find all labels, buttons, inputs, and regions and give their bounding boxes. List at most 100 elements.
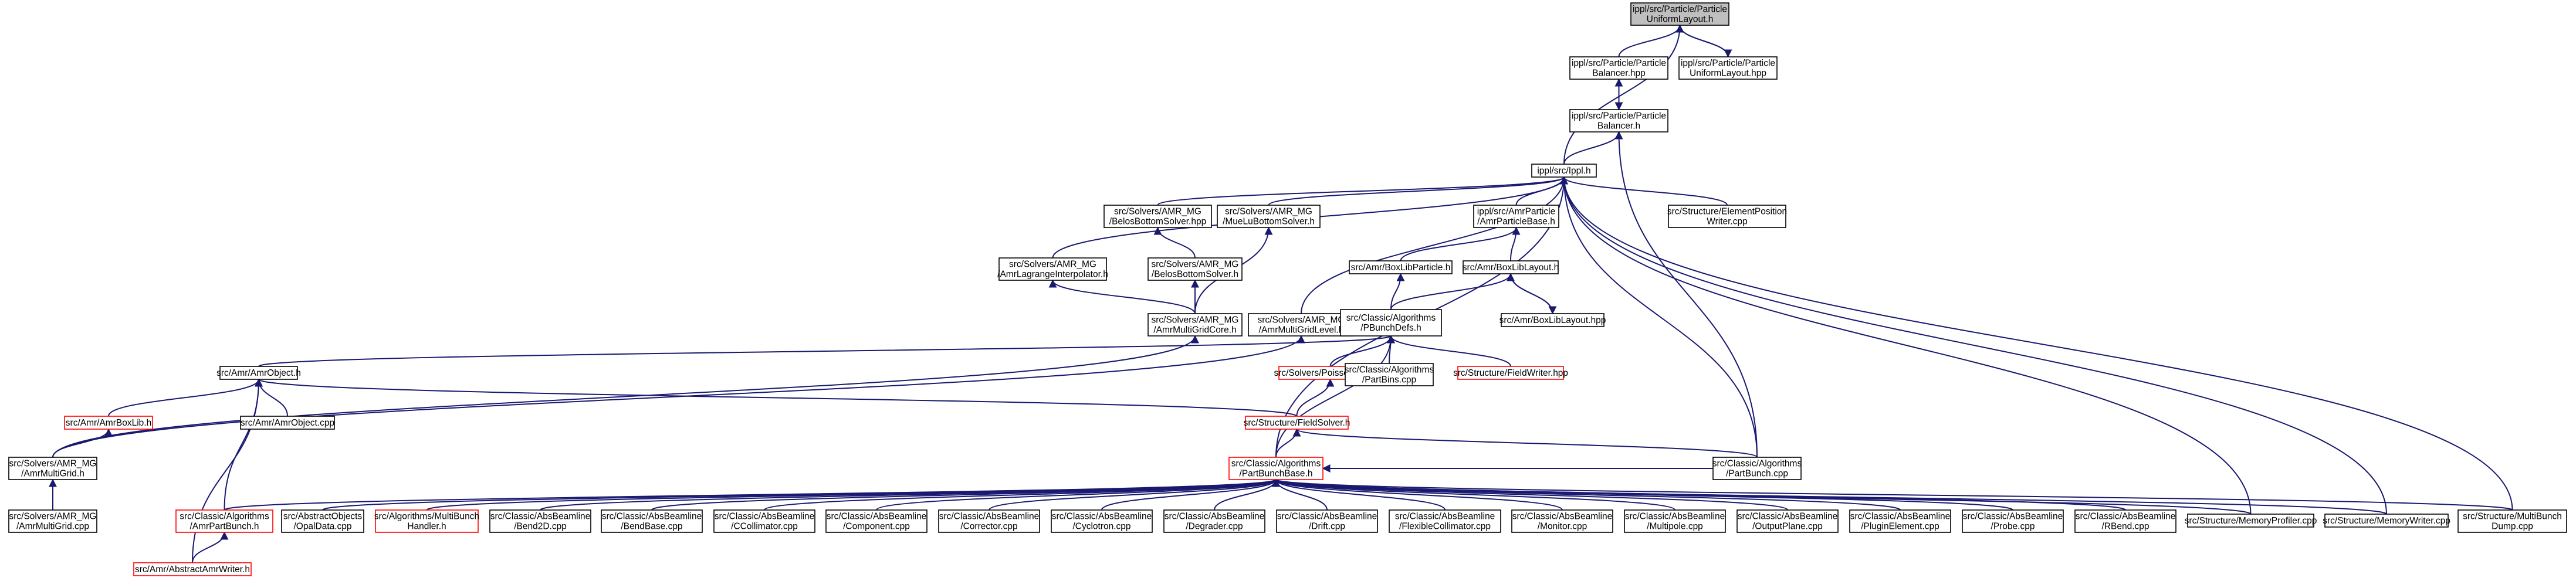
- edge-mg-to-mglevel: [52, 335, 1305, 458]
- edge-ccoll-to-pbbase: [764, 478, 1280, 511]
- node-box-pb: [1569, 109, 1668, 132]
- node-corrector[interactable]: src/Classic/AbsBeamline/Corrector.cpp: [938, 509, 1040, 533]
- node-bend2d[interactable]: src/Classic/AbsBeamline/Bend2D.cpp: [489, 509, 591, 533]
- edge-cyclotron-to-pbbase: [1101, 478, 1280, 511]
- node-label-degrader-1: /Degrader.cpp: [1186, 522, 1243, 532]
- node-pbbase[interactable]: src/Classic/Algorithms/PartBunchBase.h: [1228, 457, 1323, 480]
- node-label-elempos-1: Writer.cpp: [1707, 217, 1748, 227]
- node-label-pul-1: UniformLayout.h: [1647, 15, 1714, 25]
- node-ccoll[interactable]: src/Classic/AbsBeamline/CCollimator.cpp: [713, 509, 815, 533]
- node-pbdefs[interactable]: src/Classic/Algorithms/PBunchDefs.h: [1340, 309, 1442, 337]
- edge-amrpb-to-ippl: [1515, 176, 1568, 206]
- node-label-multibunch-0: src/Algorithms/MultiBunch: [374, 512, 479, 522]
- edge-muelu-to-ippl: [1268, 176, 1568, 206]
- node-partbunch[interactable]: src/Classic/Algorithms/PartBunch.cpp: [1712, 457, 1802, 480]
- node-label-mgcpp-1: /AmrMultiGrid.cpp: [16, 522, 89, 532]
- node-amrpartbunch[interactable]: src/Classic/Algorithms/AmrPartBunch.h: [175, 509, 273, 533]
- edge-fieldsolver-to-poisson: [1296, 378, 1335, 417]
- edge-bll-to-amrpb: [1510, 226, 1521, 261]
- node-memwriter[interactable]: src/Structure/MemoryWriter.cpp: [2323, 514, 2450, 528]
- node-box-probe: [1962, 509, 2064, 533]
- node-amrobjcpp[interactable]: src/Amr/AmrObject.cpp: [240, 416, 335, 430]
- node-partbins[interactable]: src/Classic/Algorithms/PartBins.cpp: [1345, 363, 1434, 386]
- node-bll[interactable]: src/Amr/BoxLibLayout.h: [1463, 260, 1559, 274]
- edge-mgcore-to-lagr: [1048, 279, 1196, 314]
- node-box-bbshpp: [1103, 205, 1212, 228]
- node-bbsh[interactable]: src/Solvers/AMR_MG/BelosBottomSolver.h: [1147, 257, 1243, 281]
- node-label-component-0: src/Classic/AbsBeamline: [827, 512, 927, 522]
- node-mglevel[interactable]: src/Solvers/AMR_MG/AmrMultiGridLevel.h: [1248, 313, 1355, 337]
- node-pul[interactable]: ippl/src/Particle/ParticleUniformLayout.…: [1630, 2, 1729, 26]
- node-label-mglevel-1: /AmrMultiGridLevel.h: [1259, 325, 1344, 335]
- node-amrobj[interactable]: src/Amr/AmrObject.h: [216, 366, 301, 380]
- node-box-blp: [1349, 260, 1453, 274]
- node-outplane[interactable]: src/Classic/AbsBeamline/OutputPlane.cpp: [1736, 509, 1839, 533]
- node-fieldwriter[interactable]: src/Structure/FieldWriter.hpp: [1453, 366, 1568, 380]
- node-label-bendbase-1: /BendBase.cpp: [621, 522, 682, 532]
- file-nodes: ippl/src/Particle/ParticleUniformLayout.…: [8, 2, 2567, 576]
- node-mgcpp[interactable]: src/Solvers/AMR_MG/AmrMultiGrid.cpp: [8, 509, 97, 533]
- edge-fieldsolver-to-amrobj: [255, 378, 1298, 417]
- edge-pbh-to-pul: [1618, 24, 1684, 57]
- node-mg[interactable]: src/Solvers/AMR_MG/AmrMultiGrid.h: [8, 457, 97, 480]
- node-box-opaldata: [281, 509, 364, 533]
- node-label-opaldata-0: src/AbstractObjects: [283, 512, 363, 522]
- edge-pul-to-pul_hpp: [1679, 25, 1732, 58]
- node-label-pul-0: ippl/src/Particle/Particle: [1633, 5, 1727, 15]
- node-box-bbsh: [1147, 257, 1243, 281]
- node-monitor[interactable]: src/Classic/AbsBeamline/Monitor.cpp: [1511, 509, 1613, 533]
- node-box-muelu: [1217, 205, 1321, 228]
- node-label-pbbase-0: src/Classic/Algorithms: [1231, 459, 1321, 469]
- node-amrwriter[interactable]: src/Amr/AbstractAmrWriter.h: [133, 562, 252, 576]
- node-component[interactable]: src/Classic/AbsBeamline/Component.cpp: [825, 509, 928, 533]
- node-flexcoll[interactable]: src/Classic/AbsBeamline/FlexibleCollimat…: [1389, 509, 1501, 533]
- node-box-pluginelem: [1849, 509, 1951, 533]
- edge-amrpartbunch-to-amrobj: [224, 378, 263, 511]
- edge-elempos-to-ippl: [1560, 176, 1728, 206]
- node-mgcore[interactable]: src/Solvers/AMR_MG/AmrMultiGridCore.h: [1147, 313, 1243, 337]
- node-box-fieldwriter: [1457, 366, 1564, 380]
- node-blp[interactable]: src/Amr/BoxLibParticle.h: [1349, 260, 1453, 274]
- node-multipole[interactable]: src/Classic/AbsBeamline/Multipole.cpp: [1624, 509, 1726, 533]
- node-bllhpp[interactable]: src/Amr/BoxLibLayout.hpp: [1499, 313, 1606, 327]
- node-bbshpp[interactable]: src/Solvers/AMR_MG/BelosBottomSolver.hpp: [1103, 205, 1212, 228]
- edge-pluginelem-to-pbbase: [1272, 478, 1901, 511]
- node-ippl[interactable]: ippl/src/Ippl.h: [1531, 164, 1597, 178]
- node-amrboxlib[interactable]: src/Amr/AmrBoxLib.h: [64, 416, 153, 430]
- node-box-pbh: [1569, 56, 1668, 80]
- node-box-amrobj: [219, 366, 298, 380]
- node-probe[interactable]: src/Classic/AbsBeamline/Probe.cpp: [1962, 509, 2064, 533]
- edge-ippl-to-pul: [1563, 24, 1684, 165]
- node-amrpb[interactable]: ippl/src/AmrParticle/AmrParticleBase.h: [1473, 205, 1559, 228]
- node-label-pul_hpp-0: ippl/src/Particle/Particle: [1681, 59, 1775, 69]
- node-label-partbins-0: src/Classic/Algorithms: [1345, 365, 1434, 375]
- node-muelu[interactable]: src/Solvers/AMR_MG/MueLuBottomSolver.h: [1217, 205, 1321, 228]
- edge-multidump-to-ippl: [1560, 176, 2513, 511]
- node-memprof[interactable]: src/Structure/MemoryProfiler.cpp: [2185, 514, 2317, 528]
- node-label-monitor-1: /Monitor.cpp: [1538, 522, 1587, 532]
- node-pluginelem[interactable]: src/Classic/AbsBeamline/PluginElement.cp…: [1849, 509, 1951, 533]
- edge-bbsh-to-bbshpp: [1153, 226, 1196, 259]
- edge-multipole-to-pbbase: [1272, 478, 1675, 511]
- node-box-amrobjcpp: [240, 416, 335, 430]
- node-label-flexcoll-0: src/Classic/AbsBeamline: [1395, 512, 1495, 522]
- node-rbend[interactable]: src/Classic/AbsBeamline/RBend.cpp: [2074, 509, 2176, 533]
- node-cyclotron[interactable]: src/Classic/AbsBeamline/Cyclotron.cpp: [1051, 509, 1153, 533]
- node-pul_hpp[interactable]: ippl/src/Particle/ParticleUniformLayout.…: [1678, 56, 1778, 80]
- node-fieldsolver[interactable]: src/Structure/FieldSolver.h: [1244, 416, 1350, 430]
- node-label-pul_hpp-1: UniformLayout.hpp: [1690, 69, 1766, 79]
- node-drift[interactable]: src/Classic/AbsBeamline/Drift.cpp: [1276, 509, 1378, 533]
- node-bendbase[interactable]: src/Classic/AbsBeamline/BendBase.cpp: [601, 509, 703, 533]
- node-box-bllhpp: [1501, 313, 1605, 327]
- node-label-pbdefs-1: /PBunchDefs.h: [1360, 323, 1421, 333]
- node-opaldata[interactable]: src/AbstractObjects/OpalData.cpp: [281, 509, 364, 533]
- node-box-amrpartbunch: [175, 509, 273, 533]
- node-lagr[interactable]: src/Solvers/AMR_MG/AmrLagrangeInterpolat…: [997, 257, 1108, 281]
- node-label-rbend-0: src/Classic/AbsBeamline: [2076, 512, 2176, 522]
- node-degrader[interactable]: src/Classic/AbsBeamline/Degrader.cpp: [1163, 509, 1265, 533]
